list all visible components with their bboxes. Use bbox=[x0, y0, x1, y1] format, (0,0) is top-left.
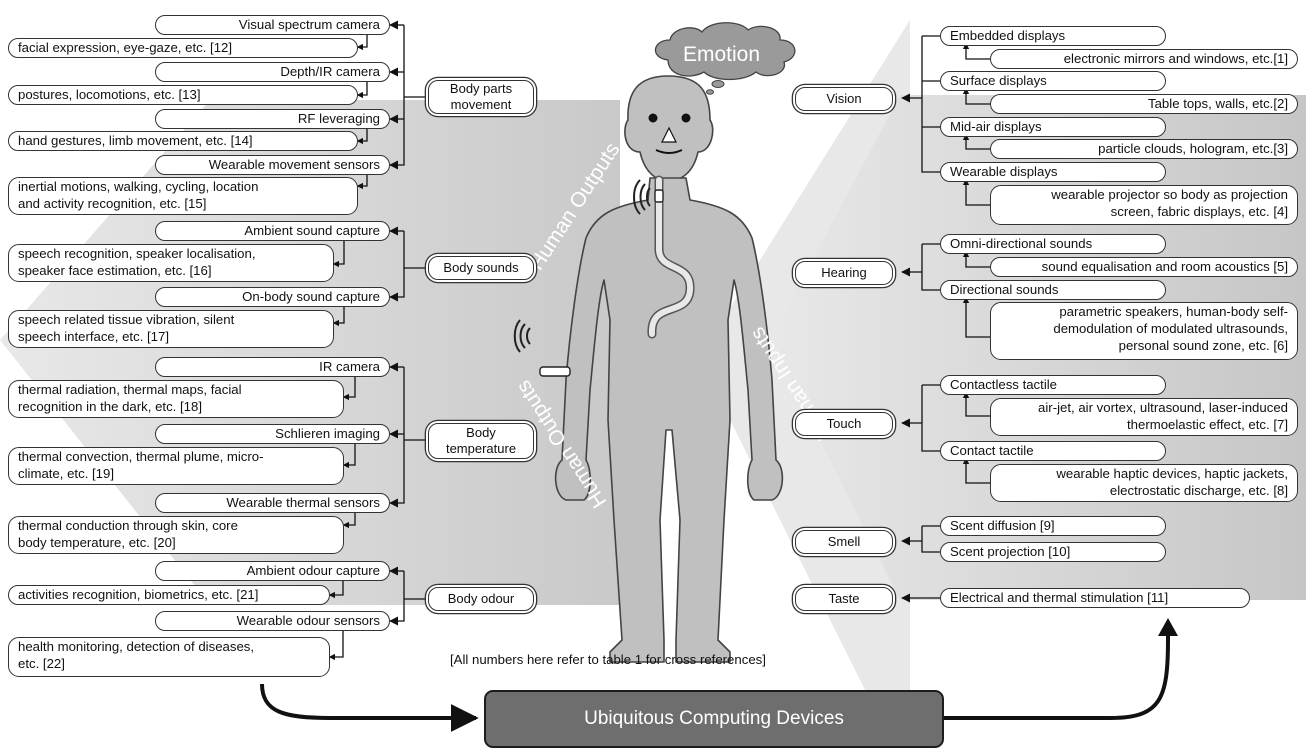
chest-sensor bbox=[654, 189, 664, 203]
contactless-tactile-box: Contactless tactile bbox=[940, 375, 1166, 395]
omni-directional-sounds-box: Omni-directional sounds bbox=[940, 234, 1166, 254]
wearable-movement-sensors-box: Wearable movement sensors bbox=[155, 155, 390, 175]
contact-tactile-detail: wearable haptic devices, haptic jackets,… bbox=[990, 464, 1298, 502]
visual-spectrum-camera-detail: facial expression, eye-gaze, etc. [12] bbox=[8, 38, 358, 58]
on-body-sound-capture-box: On-body sound capture bbox=[155, 287, 390, 307]
depth-ir-camera-box: Depth/IR camera bbox=[155, 62, 390, 82]
directional-sounds-box: Directional sounds bbox=[940, 280, 1166, 300]
flow-arrowhead-up bbox=[1158, 618, 1178, 636]
emotion-label: Emotion bbox=[683, 43, 761, 66]
omni-directional-sounds-detail: sound equalisation and room acoustics [5… bbox=[990, 257, 1298, 277]
hearing-node: Hearing bbox=[795, 261, 893, 285]
embedded-displays-box: Embedded displays bbox=[940, 26, 1166, 46]
mid-air-displays-detail: particle clouds, hologram, etc.[3] bbox=[990, 139, 1298, 159]
ubiquitous-computing-devices-box: Ubiquitous Computing Devices bbox=[484, 690, 944, 748]
contact-tactile-box: Contact tactile bbox=[940, 441, 1166, 461]
wearable-movement-sensors-detail: inertial motions, walking, cycling, loca… bbox=[8, 177, 358, 215]
touch-node: Touch bbox=[795, 412, 893, 436]
wearable-displays-box: Wearable displays bbox=[940, 162, 1166, 182]
esophagus-inner bbox=[648, 177, 694, 337]
wearable-thermal-sensors-box: Wearable thermal sensors bbox=[155, 493, 390, 513]
ambient-odour-capture-box: Ambient odour capture bbox=[155, 561, 390, 581]
directional-sounds-detail: parametric speakers, human-body self-dem… bbox=[990, 302, 1298, 360]
wearable-odour-sensors-detail: health monitoring, detection of diseases… bbox=[8, 637, 330, 677]
rf-leveraging-box: RF leveraging bbox=[155, 109, 390, 129]
surface-displays-box: Surface displays bbox=[940, 71, 1166, 91]
electrical-thermal-stimulation-box: Electrical and thermal stimulation [11] bbox=[940, 588, 1250, 608]
scent-projection-box: Scent projection [10] bbox=[940, 542, 1166, 562]
contactless-tactile-detail: air-jet, air vortex, ultrasound, laser-i… bbox=[990, 398, 1298, 436]
schlieren-imaging-detail: thermal convection, thermal plume, micro… bbox=[8, 447, 344, 485]
wearable-displays-detail: wearable projector so body as projection… bbox=[990, 185, 1298, 225]
body-parts-movement-node: Body parts movement bbox=[428, 80, 534, 114]
scent-diffusion-box: Scent diffusion [9] bbox=[940, 516, 1166, 536]
ambient-sound-capture-box: Ambient sound capture bbox=[155, 221, 390, 241]
ambient-odour-capture-detail: activities recognition, biometrics, etc.… bbox=[8, 585, 330, 605]
embedded-displays-detail: electronic mirrors and windows, etc.[1] bbox=[990, 49, 1298, 69]
wrist-sensor bbox=[539, 366, 571, 377]
wearable-odour-sensors-box: Wearable odour sensors bbox=[155, 611, 390, 631]
vision-node: Vision bbox=[795, 87, 893, 111]
schlieren-imaging-box: Schlieren imaging bbox=[155, 424, 390, 444]
visual-spectrum-camera-box: Visual spectrum camera bbox=[155, 15, 390, 35]
taste-node: Taste bbox=[795, 587, 893, 611]
rf-leveraging-detail: hand gestures, limb movement, etc. [14] bbox=[8, 131, 358, 151]
smell-node: Smell bbox=[795, 530, 893, 554]
signal-waves-wrist-icon bbox=[513, 319, 531, 353]
mid-air-displays-box: Mid-air displays bbox=[940, 117, 1166, 137]
body-sounds-node: Body sounds bbox=[428, 256, 534, 280]
depth-ir-camera-detail: postures, locomotions, etc. [13] bbox=[8, 85, 358, 105]
ir-camera-box: IR camera bbox=[155, 357, 390, 377]
signal-waves-chest-icon bbox=[633, 179, 651, 215]
input-connectors bbox=[901, 35, 990, 603]
ambient-sound-capture-detail: speech recognition, speaker localisation… bbox=[8, 244, 334, 282]
body-temperature-node: Body temperature bbox=[428, 423, 534, 459]
surface-displays-detail: Table tops, walls, etc.[2] bbox=[990, 94, 1298, 114]
emotion-cloud bbox=[654, 22, 796, 95]
face bbox=[648, 113, 691, 154]
body-odour-node: Body odour bbox=[428, 587, 534, 611]
cross-reference-note: [All numbers here refer to table 1 for c… bbox=[450, 652, 766, 667]
